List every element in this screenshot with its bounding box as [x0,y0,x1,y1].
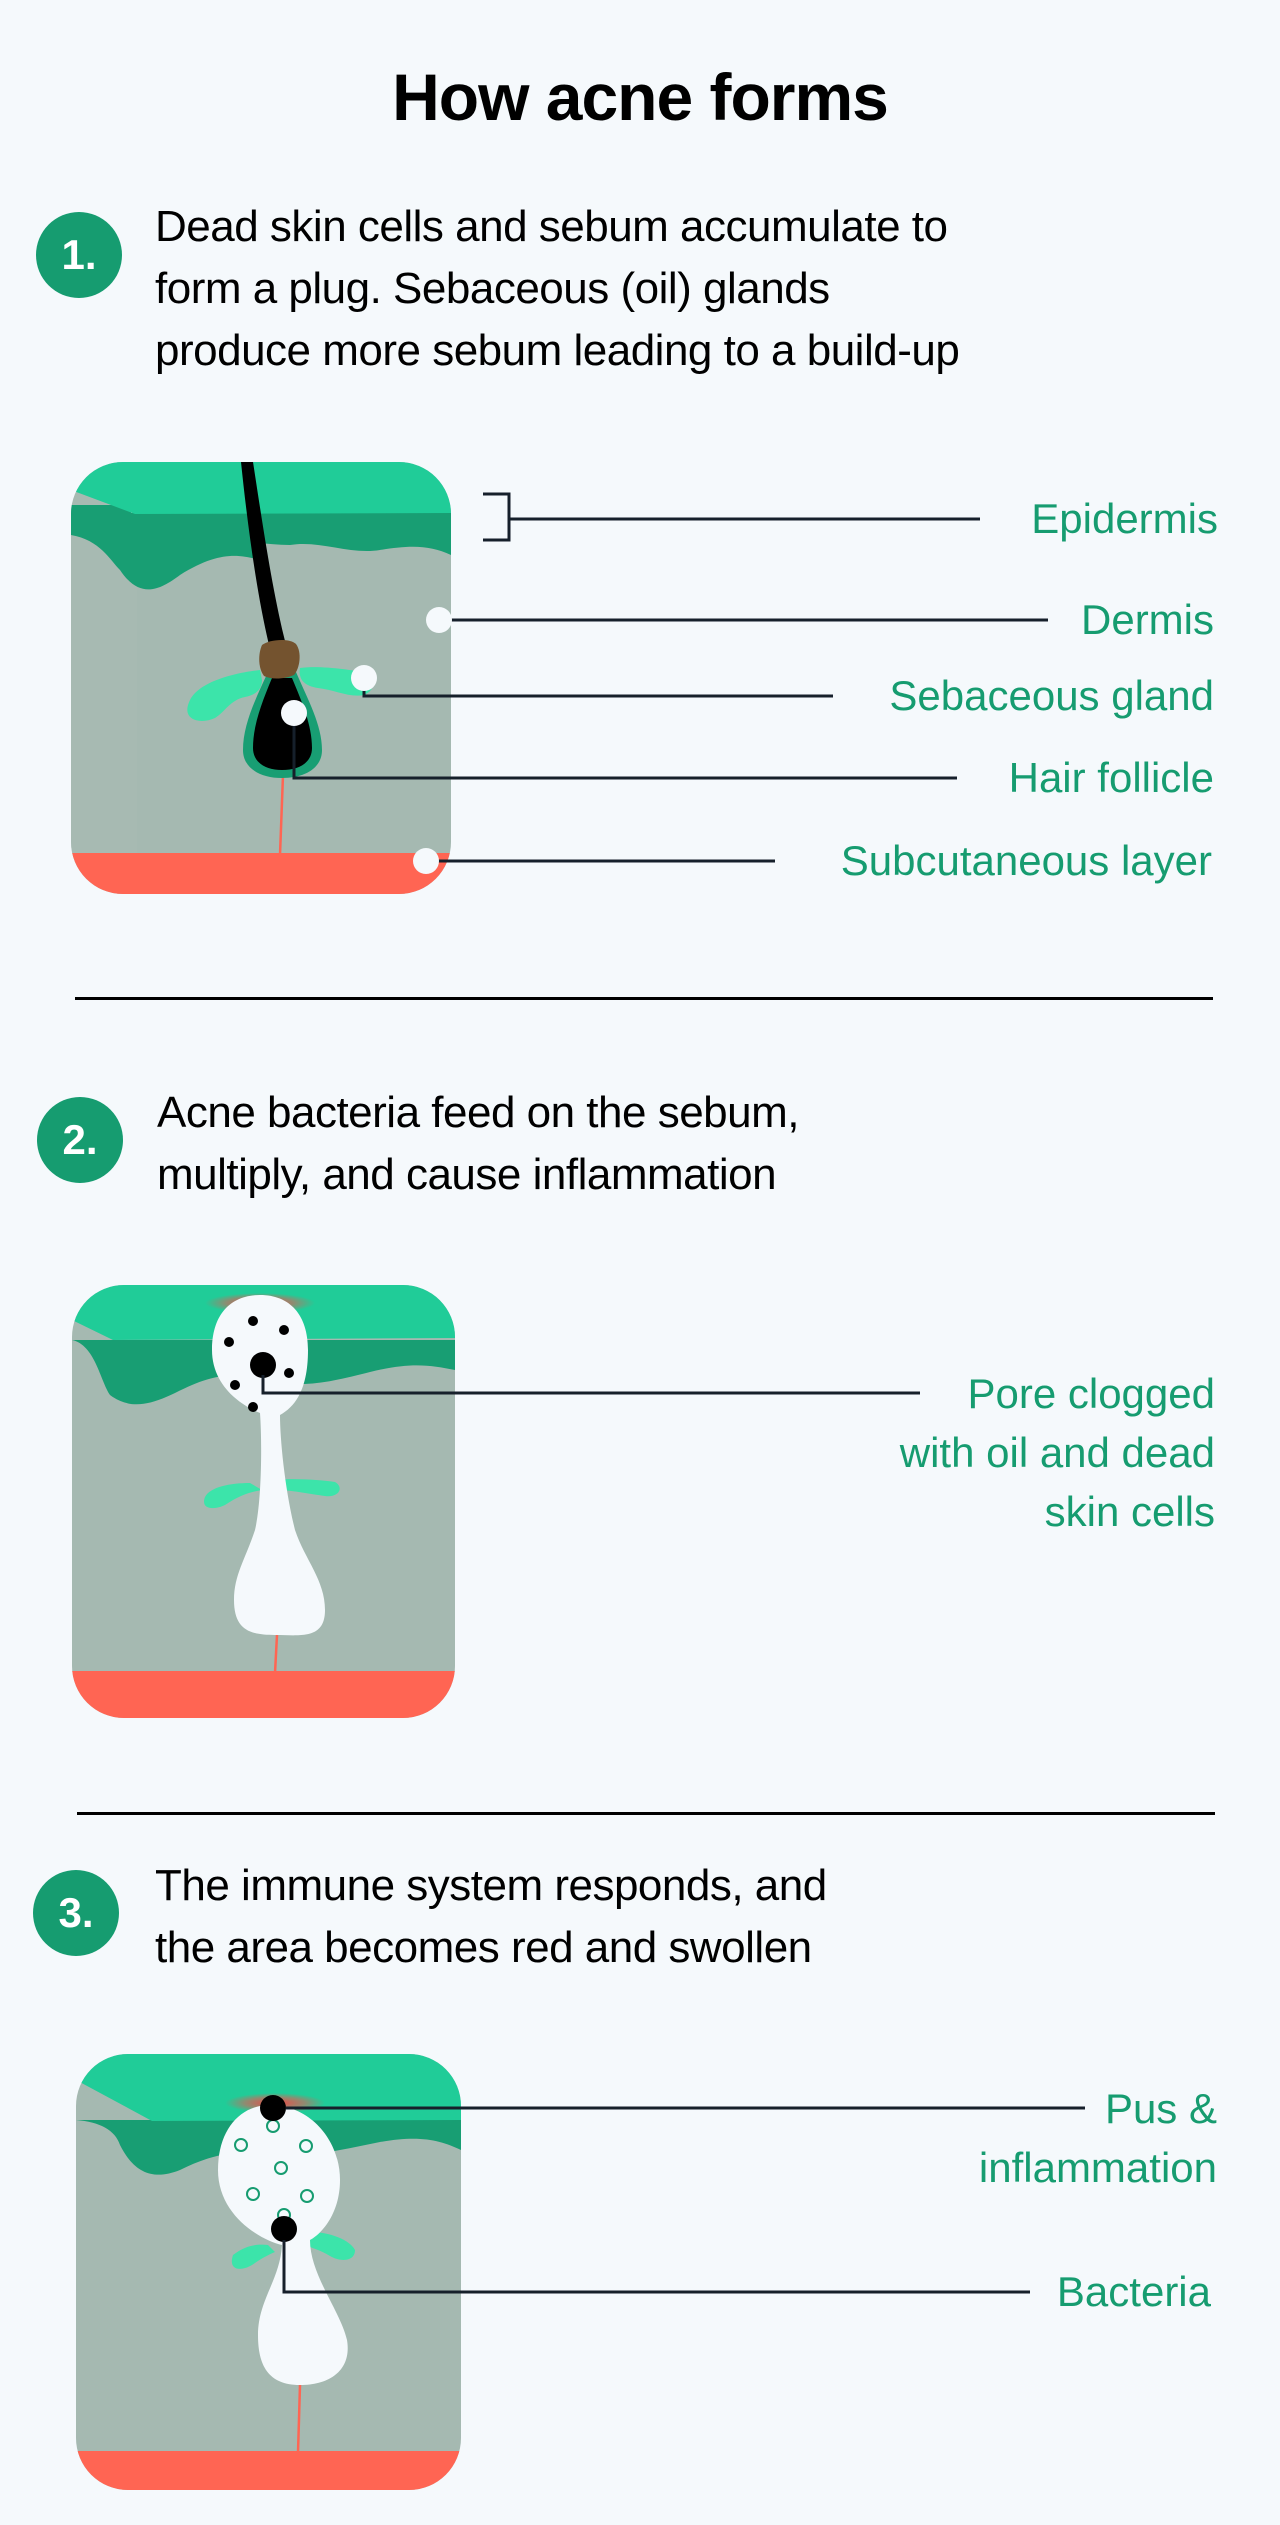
section-divider-1 [75,997,1213,1000]
marker-dots-1 [281,607,452,874]
step-1-line-2: form a plug. Sebaceous (oil) glands [155,264,830,313]
dermis-marker [426,607,452,633]
step-2-line-1: Acne bacteria feed on the sebum, [157,1088,799,1137]
bacteria-marker [271,2216,297,2242]
step-3-description: The immune system responds, and the area… [155,1855,827,1979]
label-bacteria: Bacteria [1056,2268,1211,2315]
section-divider-2 [77,1812,1215,1815]
label-subcutaneous-layer: Subcutaneous layer [840,837,1212,884]
label-pus-inflammation: Pus & inflammation [978,2085,1217,2191]
skin-block-1 [71,462,451,894]
epidermis-bracket [483,492,511,542]
epidermis-light [71,462,451,514]
page-title: How acne forms [392,60,889,134]
label-dermis: Dermis [1081,596,1214,643]
subcutaneous-marker [413,848,439,874]
hair-shaft [241,462,286,645]
label-sebaceous-gland: Sebaceous gland [889,672,1214,719]
step-1-badge: 1. [36,212,122,298]
hair-root [259,639,300,679]
sebaceous-marker [351,665,377,691]
label-epidermis: Epidermis [1031,495,1218,542]
subcutaneous-layer [71,853,451,894]
label-hair-follicle: Hair follicle [1008,754,1214,801]
step-3-line-2: the area becomes red and swollen [155,1923,812,1972]
step-1-description: Dead skin cells and sebum accumulate to … [155,196,960,382]
follicle-marker [281,700,307,726]
step-3-line-1: The immune system responds, and [155,1861,827,1910]
step-2-description: Acne bacteria feed on the sebum, multipl… [157,1082,799,1206]
step-2-line-2: multiply, and cause inflammation [157,1150,777,1199]
step-3-badge: 3. [33,1870,119,1956]
step-1-line-1: Dead skin cells and sebum accumulate to [155,202,948,251]
step-2-badge: 2. [37,1097,123,1183]
skin-block-2 [72,1285,455,1718]
label-pore-clogged: Pore clogged with oil and dead skin cell… [899,1370,1215,1535]
leader-lines-3 [282,2106,1085,2294]
leader-lines-2 [261,1375,920,1395]
pus-marker [260,2095,286,2121]
clogged-pore [212,1295,325,1636]
skin-block-3 [76,2054,461,2490]
sebaceous-gland-left [187,670,262,721]
step-1-line-3: produce more sebum leading to a build-up [155,326,960,375]
